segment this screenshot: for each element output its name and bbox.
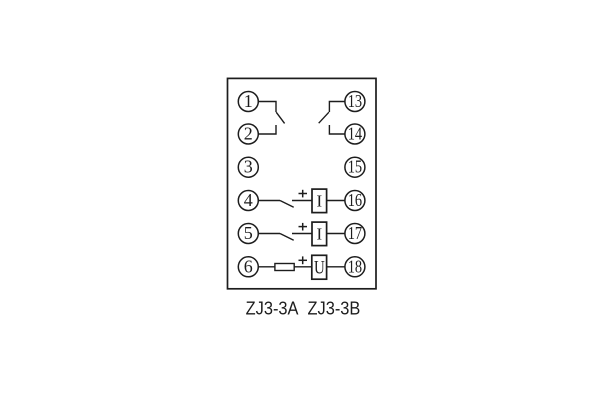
svg-text:6: 6 — [244, 256, 253, 276]
svg-text:15: 15 — [348, 157, 362, 177]
svg-text:U: U — [314, 257, 325, 278]
svg-text:I: I — [316, 191, 322, 210]
svg-text:3: 3 — [244, 157, 253, 177]
svg-text:14: 14 — [348, 124, 362, 144]
svg-text:1: 1 — [244, 91, 253, 111]
svg-text:5: 5 — [244, 223, 253, 243]
svg-text:17: 17 — [348, 223, 362, 243]
svg-text:4: 4 — [244, 190, 253, 210]
svg-text:16: 16 — [348, 190, 362, 210]
svg-text:18: 18 — [348, 256, 362, 276]
svg-text:13: 13 — [348, 91, 362, 111]
svg-text:ZJ3-3A ZJ3-3B: ZJ3-3A ZJ3-3B — [246, 298, 361, 319]
svg-text:2: 2 — [244, 124, 253, 144]
svg-text:I: I — [316, 224, 322, 243]
